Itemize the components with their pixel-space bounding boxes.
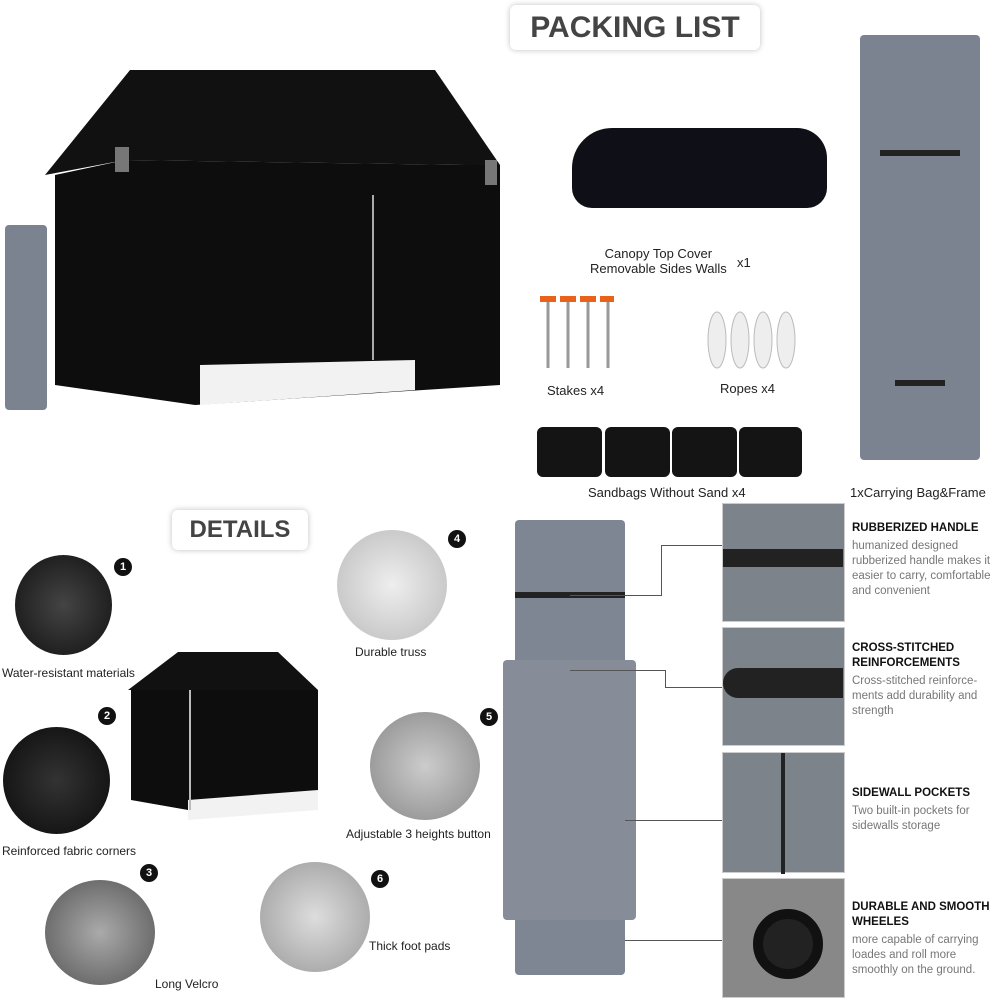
detail-label-1: Water-resistant materials [2, 666, 135, 680]
canopy-cover-image [572, 128, 827, 208]
canopy-label: Canopy Top Cover Removable Sides Walls [590, 246, 727, 276]
ropes-label: Ropes x4 [720, 381, 775, 396]
bag-pocket [503, 660, 636, 920]
connector-line [665, 687, 722, 688]
feature-handle-image [722, 503, 845, 622]
details-title: DETAILS [172, 510, 308, 550]
connector-line [625, 820, 722, 821]
wheel-icon [753, 909, 823, 979]
badge-4: 4 [448, 530, 466, 548]
ropes-image [707, 311, 796, 369]
detail-label-3: Long Velcro [155, 977, 219, 991]
connector-line [661, 545, 722, 546]
detail-water-image [15, 555, 112, 655]
connector-line [661, 545, 662, 595]
tent-main-image [45, 70, 500, 405]
tent-small-image [128, 652, 318, 820]
connector-line [570, 670, 665, 671]
bag-label: 1xCarrying Bag&Frame [850, 485, 986, 500]
detail-button-image [370, 712, 480, 820]
feature-wheel-image [722, 878, 845, 998]
badge-1: 1 [114, 558, 132, 576]
carry-bag-large-image [860, 35, 980, 460]
packing-list-title: PACKING LIST [510, 5, 760, 50]
badge-2: 2 [98, 707, 116, 725]
detail-corner-image [3, 727, 110, 834]
stakes-image [540, 296, 614, 368]
badge-6: 6 [371, 870, 389, 888]
canopy-qty: x1 [737, 255, 751, 270]
badge-5: 5 [480, 708, 498, 726]
detail-label-2: Reinforced fabric corners [2, 844, 137, 858]
detail-label-6: Thick foot pads [369, 939, 451, 953]
detail-truss-image [337, 530, 447, 640]
detail-footpad-image [260, 862, 370, 972]
detail-velcro-image [45, 880, 155, 985]
connector-line [570, 595, 662, 596]
feature-stitch-image [722, 627, 845, 746]
stakes-label: Stakes x4 [547, 383, 605, 398]
carry-bag-small-image [5, 225, 47, 410]
connector-line [665, 670, 666, 687]
sandbags-label: Sandbags Without Sand x4 [588, 485, 746, 500]
detail-label-4: Durable truss [355, 645, 427, 659]
sandbags-image [537, 427, 802, 477]
detail-label-5: Adjustable 3 heights button [346, 827, 491, 841]
badge-3: 3 [140, 864, 158, 882]
feature-pocket-image [722, 752, 845, 874]
connector-line [625, 940, 722, 941]
